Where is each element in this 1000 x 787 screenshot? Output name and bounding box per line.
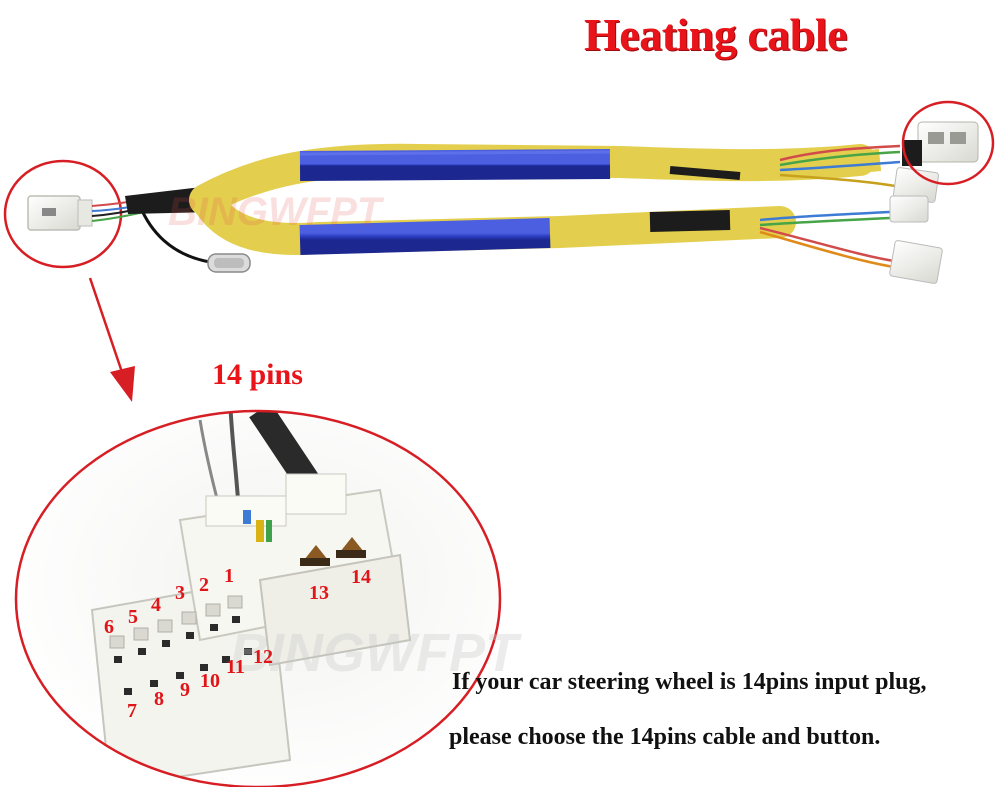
pin-label-12: 12	[253, 646, 273, 668]
pin-label-9: 9	[180, 679, 190, 701]
pin-label-4: 4	[151, 594, 161, 616]
thin-wires-right	[759, 144, 901, 270]
lower-cable	[194, 189, 796, 256]
pin-label-7: 7	[127, 700, 137, 722]
zoom-detail	[14, 409, 502, 787]
left-connector	[27, 195, 93, 231]
watermark-bottom: BINGWFPT	[230, 623, 518, 683]
right-connectors	[889, 121, 979, 284]
caption-line-2: please choose the 14pins cable and butto…	[449, 724, 881, 750]
pin-label-1: 1	[224, 565, 234, 587]
ring-terminal	[207, 253, 251, 273]
page-title: Heating cable	[584, 9, 848, 60]
pins-heading: 14 pins	[212, 358, 303, 391]
pin-label-2: 2	[199, 574, 209, 596]
caption-line-1: If your car steering wheel is 14pins inp…	[452, 669, 927, 695]
pin-label-3: 3	[175, 582, 185, 604]
pin-label-6: 6	[104, 616, 114, 638]
pin-label-8: 8	[154, 688, 164, 710]
pointer-arrow	[88, 277, 135, 402]
watermark-top: BINGWFPT	[168, 190, 382, 234]
right-highlight-circle	[901, 100, 995, 186]
pin-label-13: 13	[309, 582, 329, 604]
pin-label-10: 10	[200, 670, 220, 692]
pin-label-11: 11	[226, 656, 245, 678]
left-highlight-circle	[3, 159, 123, 269]
pin-label-14: 14	[351, 566, 371, 588]
pin-label-5: 5	[128, 606, 138, 628]
